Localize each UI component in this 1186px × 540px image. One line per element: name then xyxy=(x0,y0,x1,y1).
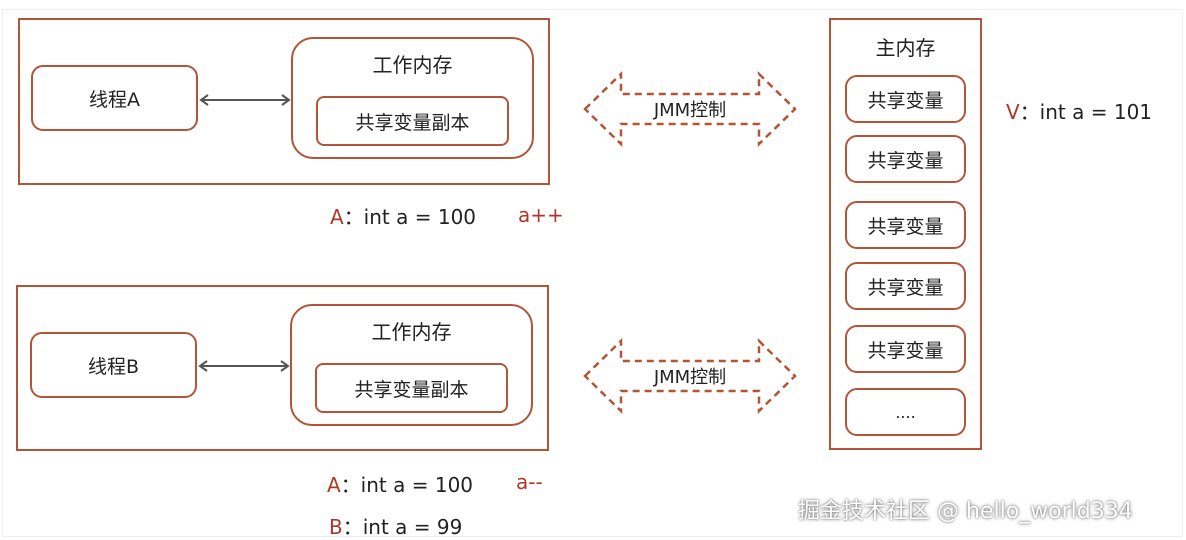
thread-a-copy-label: 共享变量副本 xyxy=(355,111,470,134)
jmm-label-top: JMM控制 xyxy=(653,100,727,121)
main-memory-var: 共享变量 xyxy=(845,325,966,373)
main-memory-var-label: 共享变量 xyxy=(867,215,944,238)
main-memory-var-label: 共享变量 xyxy=(867,89,944,112)
main-memory-var-label: 共享变量 xyxy=(867,149,944,172)
thread-b-value-b-text: ：int a = 99 xyxy=(342,515,463,539)
main-memory-var: 共享变量 xyxy=(845,201,966,249)
thread-a-label: 线程A xyxy=(89,88,140,111)
main-memory-value-prefix: V xyxy=(1006,100,1020,124)
thread-a-value-text: ：int a = 100 xyxy=(343,205,477,229)
main-memory-var-label: 共享变量 xyxy=(867,339,944,362)
watermark: 掘金技术社区 @ hello_world334 xyxy=(798,499,1133,524)
main-memory-var: 共享变量 xyxy=(845,75,966,123)
main-memory-value: V：int a = 101 xyxy=(1006,96,1152,125)
thread-a-box: 线程A xyxy=(31,65,198,131)
thread-b-working-memory-title: 工作内存 xyxy=(371,319,452,344)
thread-a-value-prefix: A xyxy=(330,205,344,229)
thread-b-copy-box: 共享变量副本 xyxy=(315,363,508,413)
main-memory-title: 主内存 xyxy=(875,35,936,60)
thread-b-value-b: B：int a = 99 xyxy=(329,511,462,540)
jmm-label-bottom: JMM控制 xyxy=(653,367,727,388)
jmm-arrow-bottom xyxy=(583,338,797,414)
thread-b-value-a: A：int a = 100 xyxy=(327,469,473,498)
main-memory-var: 共享变量 xyxy=(845,262,966,310)
main-memory-var-more: .... xyxy=(845,388,966,436)
main-memory-var-label: 共享变量 xyxy=(867,276,944,299)
thread-b-label: 线程B xyxy=(87,355,140,378)
thread-b-value-a-text: ：int a = 100 xyxy=(340,473,474,497)
thread-b-op: a-- xyxy=(516,470,543,494)
thread-b-value-b-prefix: B xyxy=(329,515,343,539)
main-memory-var: 共享变量 xyxy=(845,135,966,183)
main-memory-var-more-label: .... xyxy=(895,402,916,422)
thread-b-copy-label: 共享变量副本 xyxy=(354,378,469,401)
thread-b-link-arrow xyxy=(198,360,290,372)
main-memory-value-text: ：int a = 101 xyxy=(1019,100,1153,124)
jmm-arrow-top xyxy=(583,71,797,147)
thread-a-op: a++ xyxy=(518,203,564,227)
thread-a-copy-box: 共享变量副本 xyxy=(316,96,509,146)
thread-b-value-a-prefix: A xyxy=(327,473,341,497)
thread-b-box: 线程B xyxy=(30,332,197,398)
thread-a-link-arrow xyxy=(199,94,291,106)
thread-a-value: A：int a = 100 xyxy=(330,201,476,230)
thread-a-working-memory-title: 工作内存 xyxy=(372,52,453,77)
